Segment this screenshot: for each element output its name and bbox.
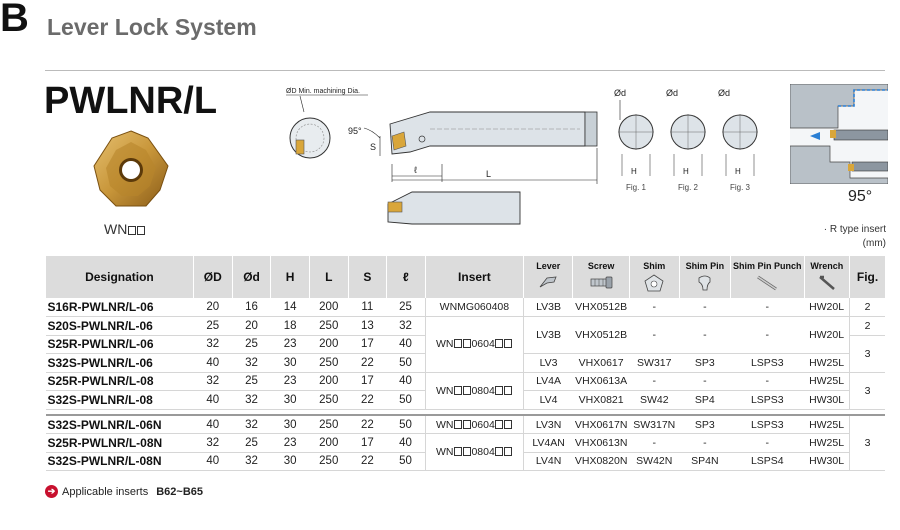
table-header-row: Designation ØD Ød H L S ℓ Insert Lever S… (45, 256, 885, 298)
table-row: S32S-PWLNR/L-06 40 32 30 250 22 50 LV3 V… (45, 353, 886, 373)
fig-3: Ød H Fig. 3 (718, 88, 758, 192)
l-small-label: ℓ (414, 165, 418, 175)
product-title: PWLNR/L (44, 80, 218, 122)
svg-text:Ød: Ød (666, 88, 678, 98)
col-S: S (347, 256, 387, 298)
header-divider (45, 70, 885, 71)
insert-image (93, 130, 169, 207)
L-dim-label: L (486, 169, 491, 179)
shim-icon (644, 274, 664, 292)
punch-icon (757, 275, 778, 291)
section-separator (45, 409, 885, 416)
col-lever: Lever (523, 256, 573, 298)
col-D: ØD (192, 256, 233, 298)
col-d: Ød (231, 256, 271, 298)
small-angle-label: 95° (348, 126, 362, 136)
section-letter: B (0, 0, 29, 40)
spec-table: Designation ØD Ød H L S ℓ Insert Lever S… (45, 256, 885, 471)
svg-text:Ød: Ød (718, 88, 730, 98)
fig-2: Ød H Fig. 2 (666, 88, 706, 192)
col-insert: Insert (424, 256, 524, 298)
fig-1: Ød H Fig. 1 (614, 88, 654, 192)
svg-text:H: H (683, 167, 689, 176)
table-row: S32S-PWLNR/L-08 40 32 30 250 22 50 LV4 V… (45, 390, 886, 410)
col-H: H (270, 256, 310, 298)
min-dia-label: ØD Min. machining Dia. (286, 88, 360, 95)
col-L: L (308, 256, 349, 298)
r-type-note: · R type insert (823, 224, 886, 235)
svg-text:Ød: Ød (614, 88, 626, 98)
boring-illustration (790, 84, 888, 184)
arrow-right-icon: ➔ (45, 485, 58, 498)
tool-drawing: ØD Min. machining Dia. 95° S ℓ L (286, 88, 598, 225)
s-dim-label: S (370, 142, 376, 152)
fig-2-caption: Fig. 2 (678, 183, 699, 192)
applicable-inserts-link[interactable]: ➔ Applicable inserts B62~B65 (45, 485, 203, 498)
fig-1-caption: Fig. 1 (626, 183, 647, 192)
lever-icon (539, 276, 557, 288)
col-screw: Screw (572, 256, 630, 298)
wrench-icon (818, 275, 835, 290)
table-row: S25R-PWLNR/L-06 32 25 23 200 17 40 3 (45, 335, 885, 373)
svg-text:H: H (735, 167, 741, 176)
svg-text:H: H (631, 167, 637, 176)
col-designation: Designation (45, 256, 194, 298)
col-shim-pin: Shim Pin (678, 256, 731, 298)
table-row: S32S-PWLNR/L-08N 40 32 30 250 22 50 LV4N… (45, 452, 886, 471)
table-row: S16R-PWLNR/L-06 20 16 14 200 11 25 WNMG0… (45, 298, 885, 317)
col-shim-pin-punch: Shim Pin Punch (730, 256, 805, 298)
col-l: ℓ (386, 256, 426, 298)
unit-note: (mm) (862, 238, 886, 249)
col-fig: Fig. (849, 256, 885, 298)
col-shim: Shim (628, 256, 680, 298)
section-title: Lever Lock System (47, 14, 257, 40)
insert-label: WN (104, 221, 145, 237)
col-wrench: Wrench (803, 256, 850, 298)
screw-icon (590, 276, 613, 289)
fig-3-caption: Fig. 3 (730, 183, 751, 192)
approach-angle-label: 95° (848, 188, 873, 205)
applicable-inserts-pages: B62~B65 (156, 485, 204, 498)
cross-section-figures: Ød H Fig. 1 Ød H Fig. 2 Ød H Fig. 3 (614, 88, 758, 192)
shim-pin-icon (698, 275, 711, 291)
